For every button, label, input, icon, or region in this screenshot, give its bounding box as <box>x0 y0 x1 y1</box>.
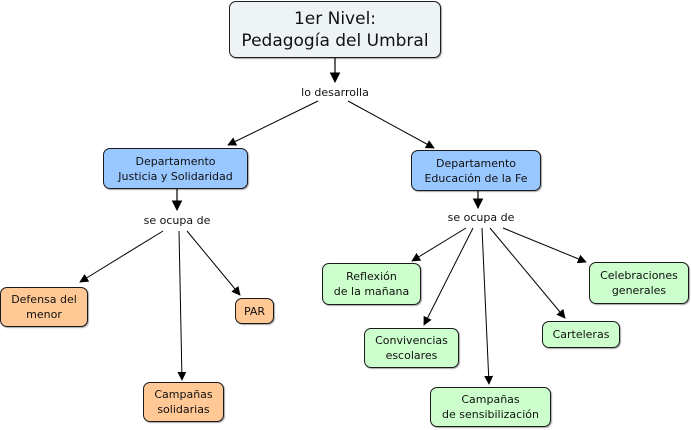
concept-par[interactable]: PAR <box>235 298 274 324</box>
edge-right-to-convivencias <box>423 227 474 326</box>
concept-reflexion-manana[interactable]: Reflexión de la mañana <box>322 263 421 305</box>
concept-celebraciones-generales[interactable]: Celebraciones generales <box>589 262 689 304</box>
root-concept[interactable]: 1er Nivel: Pedagogía del Umbral <box>229 1 441 58</box>
edge-right-to-celebraciones <box>502 227 587 264</box>
edge-right-to-sensibilizacion <box>481 227 494 385</box>
edge-left-to-campanas <box>177 230 187 381</box>
concept-campanas-sensibilizacion[interactable]: Campañas de sensibilización <box>430 387 551 427</box>
concept-convivencias-escolares[interactable]: Convivencias escolares <box>364 328 459 368</box>
dept-educacion-fe[interactable]: Departamento Educación de la Fe <box>411 150 541 191</box>
edge-left-to-defensa <box>79 230 164 283</box>
link-lo-desarrolla: lo desarrolla <box>301 86 369 100</box>
edge-link-to-dept-educacion <box>347 100 435 149</box>
concept-defensa-menor[interactable]: Defensa del menor <box>0 287 88 327</box>
edge-left-to-par <box>186 230 241 296</box>
link-se-ocupa-de-educacion: se ocupa de <box>447 211 515 225</box>
link-se-ocupa-de-justicia: se ocupa de <box>143 214 211 228</box>
edge-right-to-reflexion <box>411 227 467 262</box>
concept-carteleras[interactable]: Carteleras <box>542 321 620 348</box>
edge-right-to-carteleras <box>489 227 566 319</box>
dept-justicia-solidaridad[interactable]: Departamento Justicia y Solidaridad <box>103 148 248 189</box>
edge-link-to-dept-justicia <box>227 100 319 146</box>
concept-campanas-solidarias[interactable]: Campañas solidarias <box>143 382 224 422</box>
